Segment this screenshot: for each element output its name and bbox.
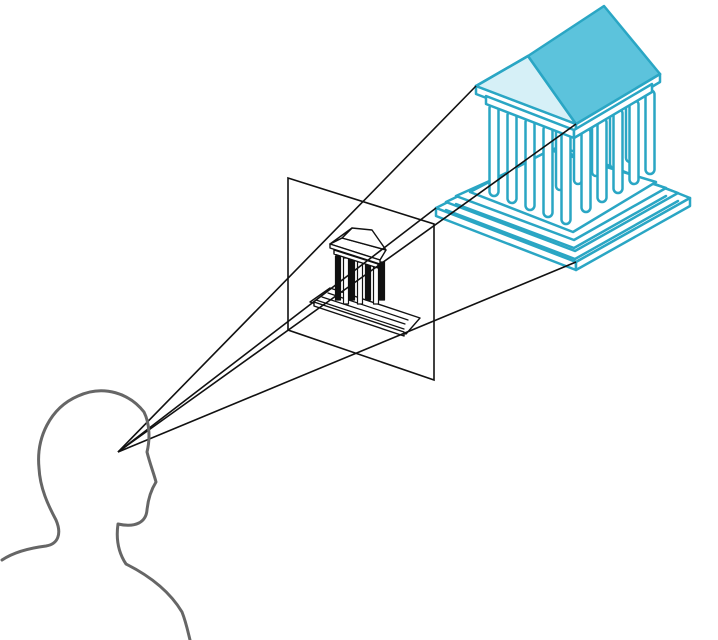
projected-temple-column <box>364 263 372 301</box>
sight-line-base-left <box>117 207 437 453</box>
temple-column <box>560 130 572 226</box>
temple-column <box>506 109 518 205</box>
sight-line-base-front <box>117 261 577 453</box>
sight-lines <box>117 85 577 453</box>
temple-roof <box>474 4 662 126</box>
projected-temple-column <box>342 257 350 305</box>
temple-column <box>628 98 640 186</box>
temple-column <box>612 107 624 195</box>
sight-line-roof-left <box>117 85 477 453</box>
projected-temple-column <box>348 259 356 301</box>
projected-temple-icon <box>309 227 421 337</box>
temple-column <box>524 116 536 212</box>
projected-temple-column <box>372 265 380 305</box>
temple-icon <box>434 4 692 272</box>
sight-line-roof-front <box>117 123 577 453</box>
head-silhouette-icon <box>0 389 192 640</box>
temple-column <box>542 123 554 219</box>
temple-column <box>580 126 592 214</box>
projected-temple-column <box>378 261 386 301</box>
temple-column <box>596 116 608 204</box>
temple-column <box>644 88 656 176</box>
